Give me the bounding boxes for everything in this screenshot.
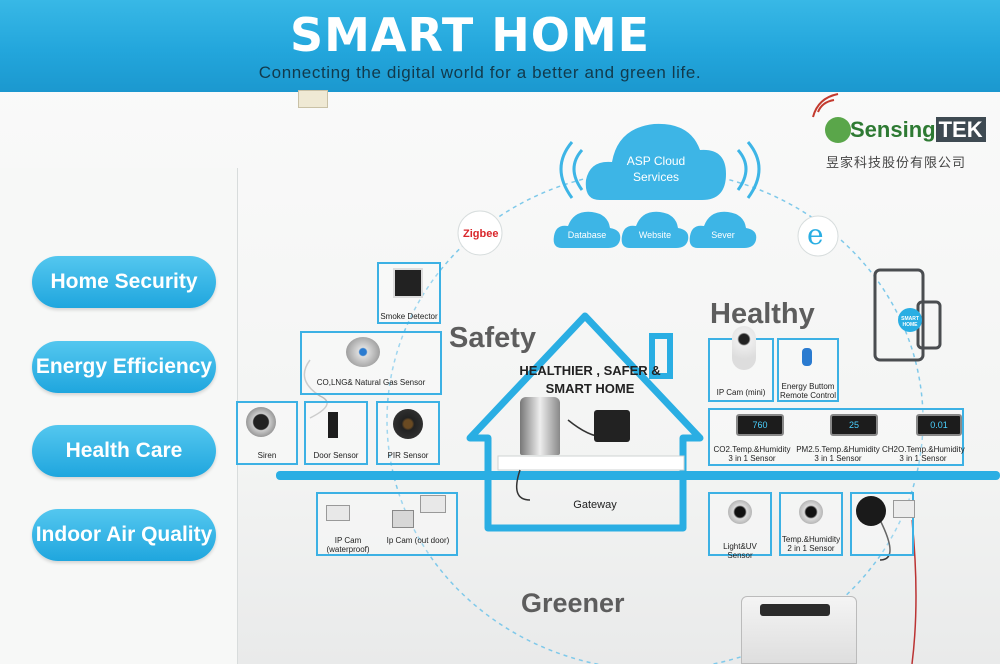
- theme-greener: Greener: [521, 588, 625, 618]
- smart-home-badge-label: SMART HOME: [901, 316, 919, 328]
- sever-label: Sever: [711, 230, 735, 240]
- gateway-shelf: [497, 455, 685, 471]
- website-label: Website: [638, 230, 672, 240]
- ip-cam-waterproof-label: IP Cam (waterproof): [326, 536, 370, 555]
- power-socket: [893, 500, 915, 518]
- cable: [515, 469, 531, 501]
- wifi-arc: [572, 149, 584, 191]
- temp-humidity-label: Temp.&Humidity 2 in 1 Sensor: [781, 535, 841, 554]
- top-banner: [0, 0, 1000, 92]
- logo-chinese: 昱家科技股份有限公司: [826, 155, 967, 170]
- ip-cam-waterproof-device: [326, 505, 350, 521]
- ip-cam-outdoor-label: Ip Cam (out door): [386, 536, 450, 545]
- zigbee-label: Zigbee: [463, 228, 499, 240]
- logo-signal-arc: [817, 99, 835, 113]
- light-uv-label: Light&UV Sensor: [723, 542, 757, 561]
- cable: [879, 519, 891, 561]
- tablet-outline: [873, 268, 925, 362]
- category-health-care: Health Care: [32, 425, 216, 477]
- door-sensor-label: Door Sensor: [313, 451, 359, 460]
- co2-display: 760: [736, 414, 784, 436]
- chimney: [649, 333, 673, 379]
- ip-cam-mini-device: [732, 326, 756, 370]
- website-cloud: [621, 211, 689, 248]
- siren-device: [246, 407, 276, 437]
- theme-safety: Safety: [449, 322, 537, 354]
- gas-sensor-device: [346, 337, 380, 367]
- banner-subtitle: Connecting the digital world for a bette…: [258, 63, 702, 82]
- wall-outlet: [298, 90, 328, 108]
- gateway-device: [594, 410, 630, 442]
- logo-globe: [825, 117, 851, 143]
- door-sensor-device: [328, 412, 338, 438]
- zigbee-badge: [457, 210, 503, 256]
- air-purifier-panel: [760, 604, 830, 616]
- logo-name-a: Sensing: [850, 117, 936, 142]
- theme-healthy: Healthy: [710, 298, 815, 330]
- cloud-label: ASP Cloud Services: [626, 154, 686, 184]
- pm25-sensor-label: PM2.5.Temp.&Humidity 3 in 1 Sensor: [796, 445, 880, 464]
- temp-humidity-device: [799, 500, 823, 524]
- database-cloud: [553, 211, 621, 248]
- pir-sensor-device: [393, 409, 423, 439]
- ch2o-sensor-label: CH2O.Temp.&Humidity 3 in 1 Sensor: [882, 445, 965, 464]
- database-label: Database: [567, 230, 607, 240]
- co2-sensor-label: CO2.Temp.&Humidity 3 in 1 Sensor: [713, 445, 791, 464]
- ip-cam-outdoor-device: [420, 495, 446, 513]
- smoke-detector-label: Smoke Detector: [380, 312, 438, 321]
- wifi-arc: [746, 141, 761, 199]
- category-home-security: Home Security: [32, 256, 216, 308]
- e-symbol: e: [807, 218, 824, 251]
- smoke-detector-device: [393, 268, 423, 298]
- banner-title: SMART HOME: [289, 8, 651, 62]
- air-purifier-device: [520, 397, 560, 455]
- logo-signal-arc: [812, 93, 839, 118]
- cable: [303, 359, 328, 419]
- gas-sensor-label: CO,LNG& Natural Gas Sensor: [316, 378, 426, 387]
- backbone-line: [276, 471, 1000, 480]
- main-cloud: [585, 123, 726, 200]
- left-panel: [0, 168, 238, 664]
- category-indoor-air-quality: Indoor Air Quality: [32, 509, 216, 561]
- smart-plug-device: [856, 496, 886, 526]
- ip-cam-mini-label: IP Cam (mini): [716, 388, 766, 397]
- power-socket: [392, 510, 414, 528]
- energy-button-label: Energy Buttom Remote Control: [779, 382, 837, 401]
- pm25-display: 25: [830, 414, 878, 436]
- wifi-arc: [559, 141, 574, 199]
- light-uv-device: [728, 500, 752, 524]
- pir-sensor-label: PIR Sensor: [387, 451, 429, 460]
- ch2o-display: 0.01: [916, 414, 962, 436]
- house-title: HEALTHIER , SAFER & SMART HOME: [519, 363, 661, 397]
- siren-label: Siren: [257, 451, 277, 460]
- e-badge: [797, 215, 839, 257]
- gateway-label: Gateway: [573, 499, 617, 511]
- category-energy-efficiency: Energy Efficiency: [32, 341, 216, 393]
- wifi-arc: [736, 149, 748, 191]
- house-outline: [466, 312, 704, 532]
- sever-cloud: [689, 211, 757, 248]
- smart-home-badge: [898, 308, 922, 332]
- logo-name-b: TEK: [935, 117, 986, 142]
- energy-button-device: [802, 348, 812, 366]
